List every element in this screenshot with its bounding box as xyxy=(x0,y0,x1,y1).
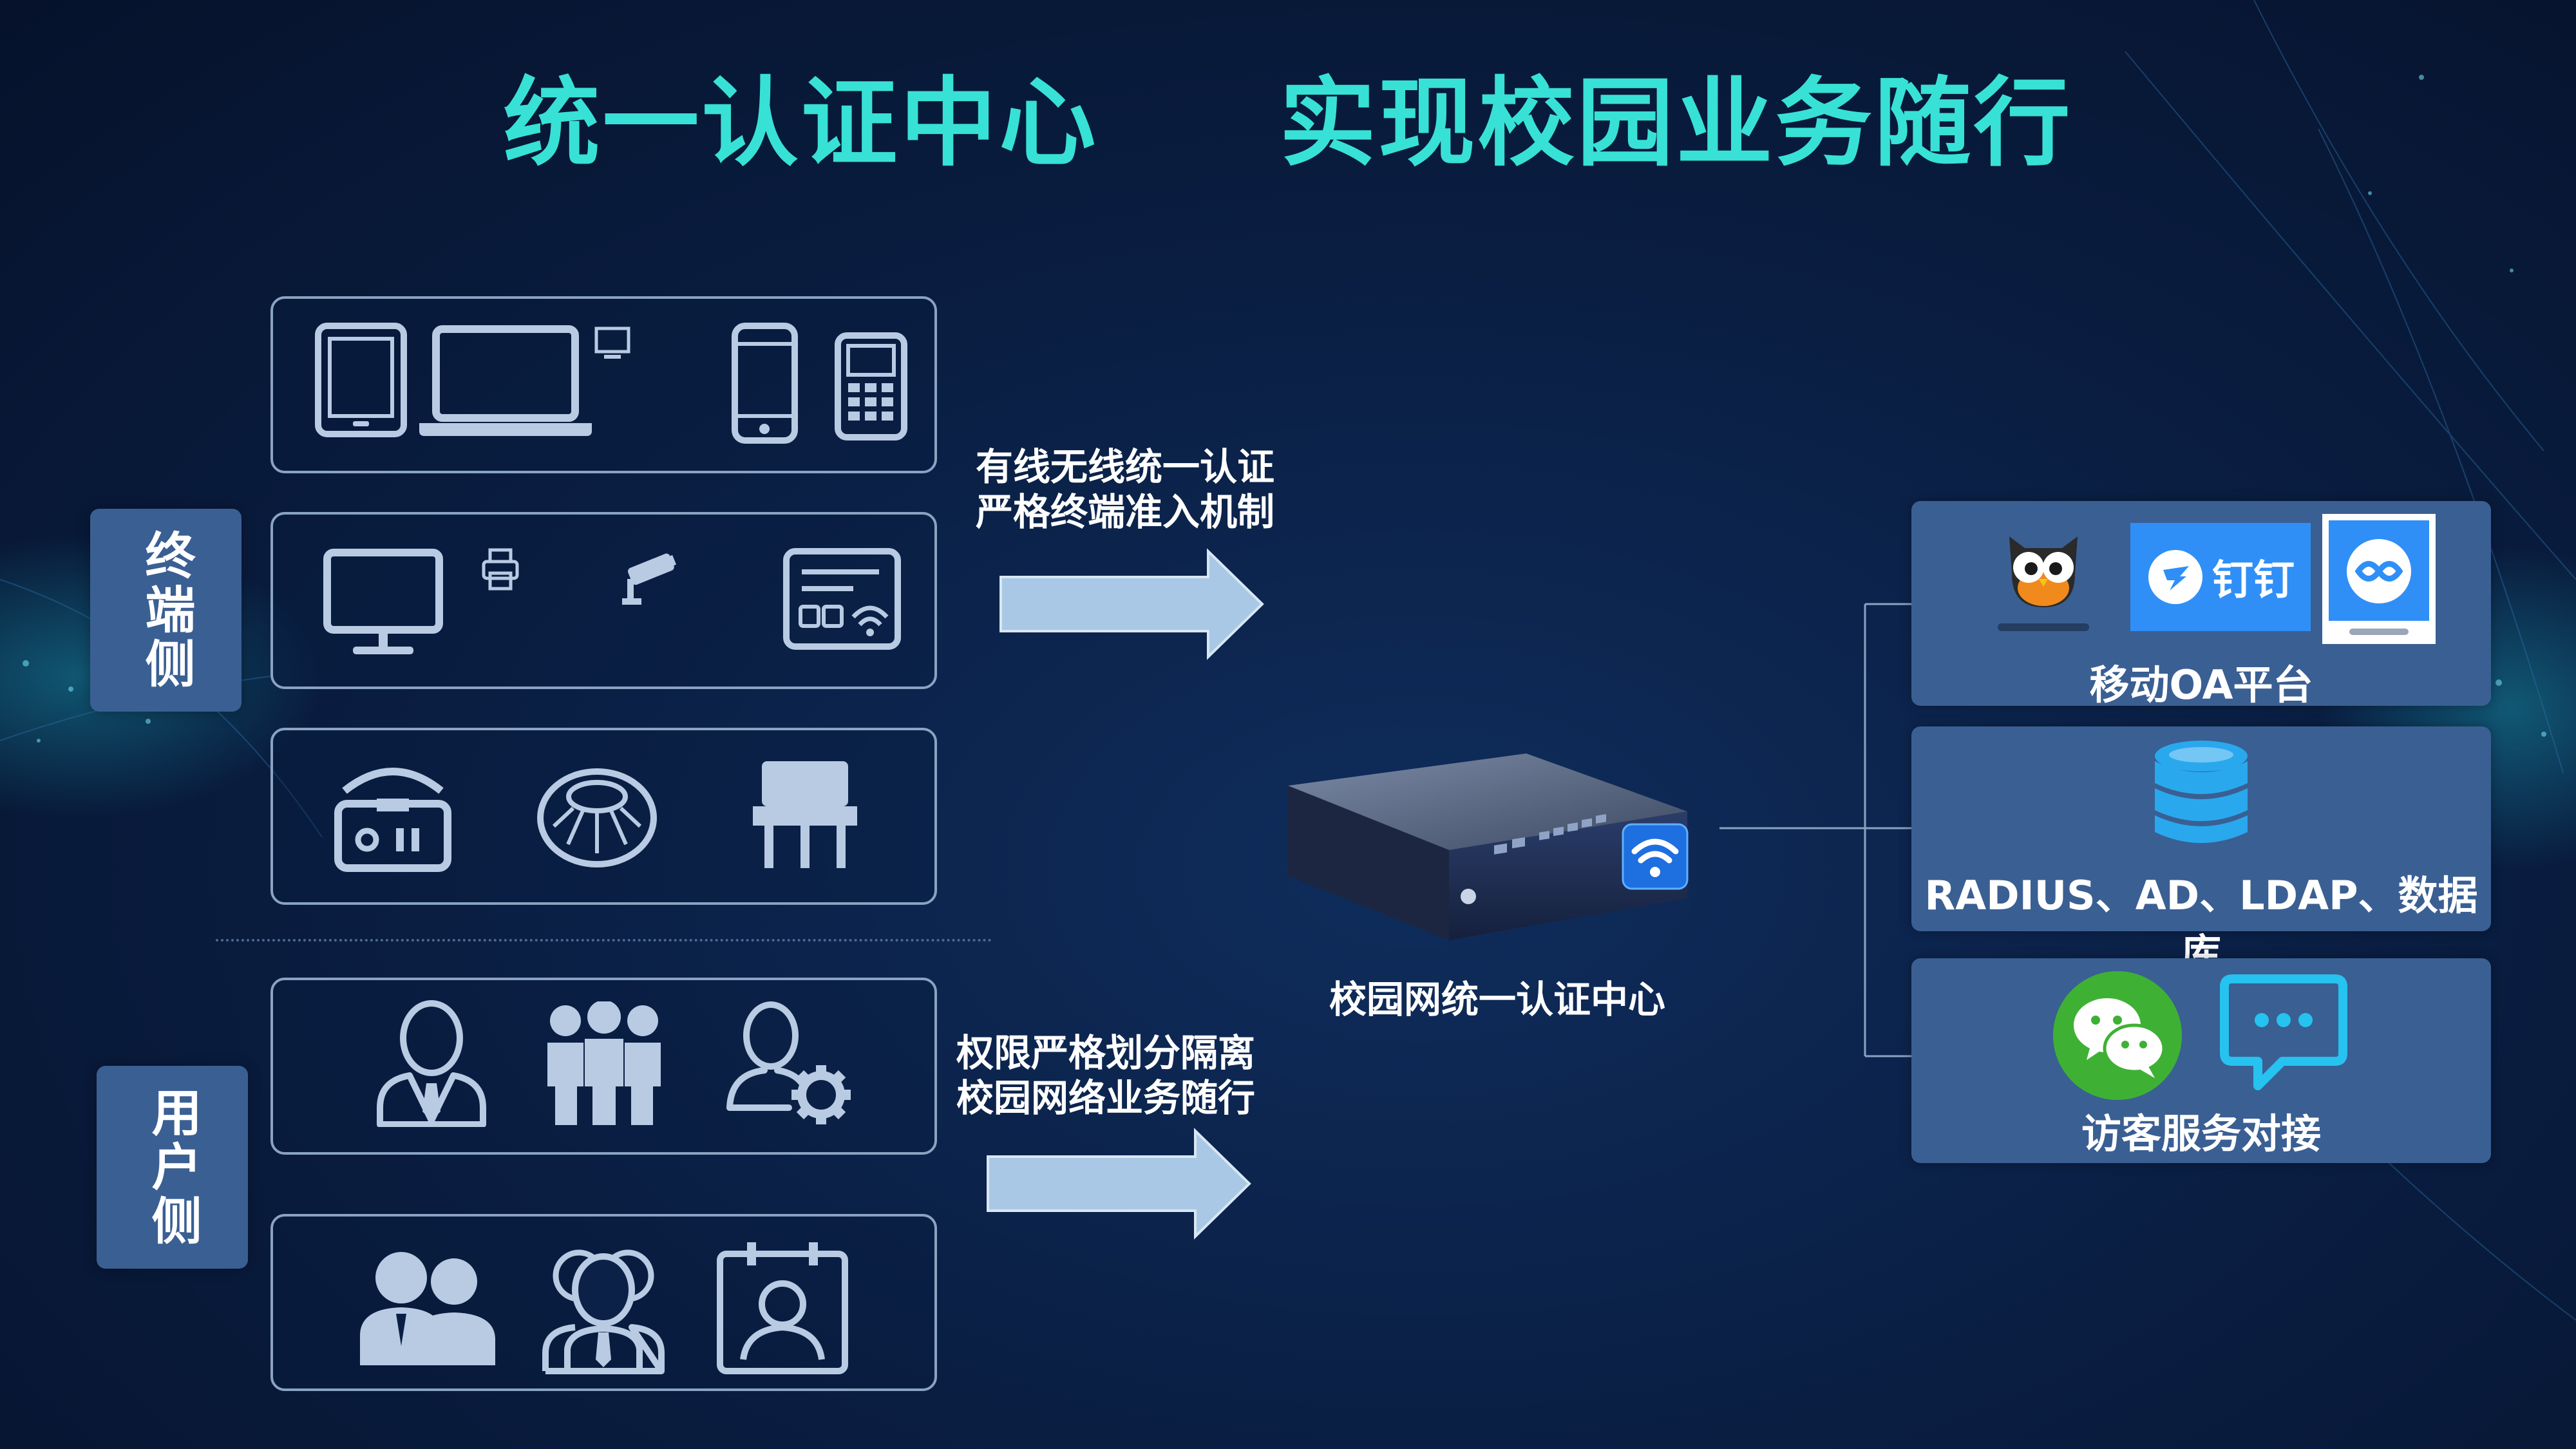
service-connector-lines xyxy=(1719,603,1913,1057)
chat-message-icon xyxy=(2220,974,2347,1090)
terminal-note: 有线无线统一认证 严格终端准入机制 xyxy=(976,444,1274,535)
terminal-note-line1: 有线无线统一认证 xyxy=(976,445,1275,489)
owl-app-icon xyxy=(2009,536,2078,607)
directory-database-panel: RADIUS、AD、LDAP、数据库 xyxy=(1911,726,2491,977)
card-reader-icon xyxy=(783,548,901,650)
auth-center-label: 校园网统一认证中心 xyxy=(1329,978,1665,1021)
profile-card-icon xyxy=(717,1242,848,1374)
terminal-side-tab: 终端侧 xyxy=(90,509,242,712)
page-title: 统一认证中心 实现校园业务随行 xyxy=(503,68,2073,180)
monitor-icon xyxy=(323,549,443,654)
visitor-service-label: 访客服务对接 xyxy=(2081,1110,2321,1157)
laptop-icon xyxy=(419,325,592,436)
sensor-module-icon xyxy=(753,761,857,868)
user-side-label: 用户侧 xyxy=(143,1086,202,1249)
wechat-icon xyxy=(2053,971,2182,1100)
user-note-line2: 校园网络业务随行 xyxy=(956,1076,1256,1120)
users-pair-icon xyxy=(360,1252,495,1365)
wecom-app-tile xyxy=(2322,514,2436,644)
dingtalk-logo-icon xyxy=(2148,550,2202,604)
security-camera-icon xyxy=(622,553,677,605)
smoke-detector-icon xyxy=(537,768,657,867)
tablet-icon xyxy=(315,323,407,437)
user-settings-icon xyxy=(726,1001,851,1124)
visitor-service-panel: 访客服务对接 xyxy=(1911,958,2491,1163)
terminal-note-line2: 严格终端准入机制 xyxy=(976,490,1275,534)
auth-server-device xyxy=(1288,753,1689,940)
dingtalk-app-tile: 钉钉 xyxy=(2130,523,2311,631)
user-group-icon xyxy=(542,1249,665,1374)
owl-app-caption xyxy=(1998,623,2089,631)
team-group-icon xyxy=(547,1001,661,1125)
database-icon xyxy=(2155,741,2248,843)
user-note: 权限严格划分隔离 校园网络业务随行 xyxy=(956,1030,1255,1121)
user-note-line1: 权限严格划分隔离 xyxy=(956,1031,1256,1075)
desktop-small-icon xyxy=(594,327,630,359)
dingtalk-label: 钉钉 xyxy=(2212,557,2295,605)
mobile-oa-label: 移动OA平台 xyxy=(2089,661,2313,708)
router-icon xyxy=(334,768,451,872)
user-side-tab: 用户侧 xyxy=(97,1066,248,1269)
device-box-peripheral xyxy=(270,512,937,689)
wecom-logo-icon xyxy=(2347,539,2411,603)
device-box-iot xyxy=(270,728,937,905)
terminal-arrow xyxy=(999,548,1264,660)
section-divider xyxy=(216,939,992,942)
terminal-side-label: 终端侧 xyxy=(137,529,195,692)
printer-icon xyxy=(482,548,519,591)
mobile-oa-panel: 钉钉 移动OA平台 xyxy=(1911,501,2491,708)
user-arrow xyxy=(987,1128,1251,1240)
smartphone-icon xyxy=(732,323,798,444)
feature-phone-icon xyxy=(835,332,907,440)
business-user-icon xyxy=(377,1000,486,1127)
